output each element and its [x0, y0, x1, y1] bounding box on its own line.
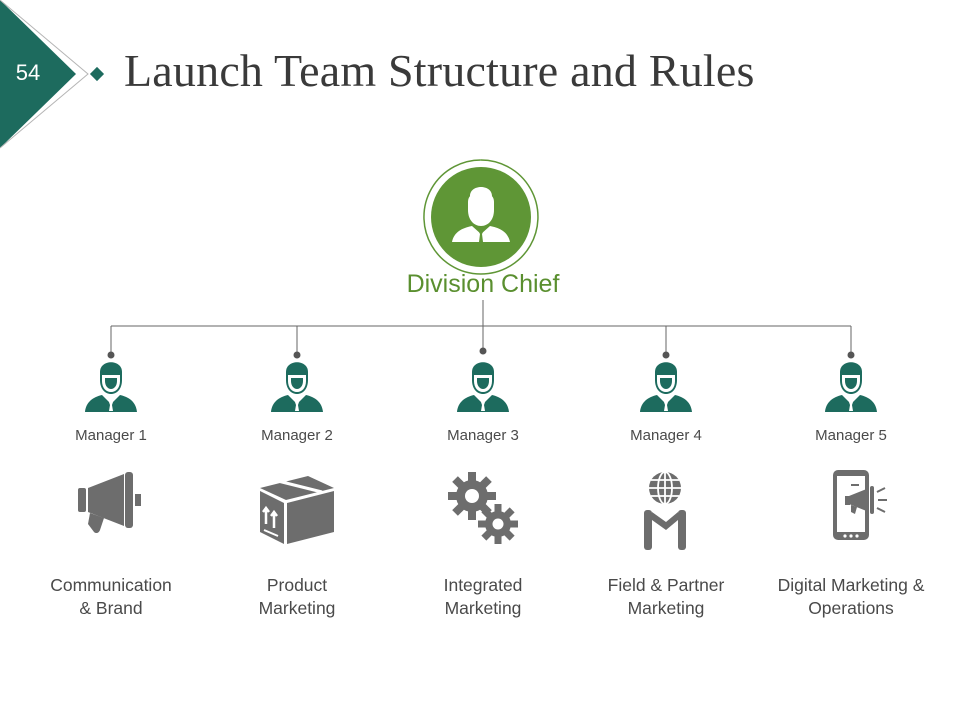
person-icon	[85, 362, 137, 412]
package-box-icon	[260, 476, 334, 544]
person-icon	[271, 362, 323, 412]
person-icon	[825, 362, 877, 412]
manager-5: Manager 5	[761, 355, 941, 444]
manager-label: Manager 5	[815, 427, 887, 444]
manager-label: Manager 1	[75, 427, 147, 444]
slide-number-badge	[0, 0, 105, 149]
gears-icon	[448, 472, 518, 544]
chief-avatar	[423, 159, 539, 275]
megaphone-icon	[78, 472, 141, 534]
function-label: Digital Marketing &Operations	[777, 575, 925, 618]
manager-label: Manager 3	[447, 427, 519, 444]
globe-handshake-icon	[644, 471, 686, 550]
person-icon	[640, 362, 692, 412]
mobile-megaphone-icon	[833, 470, 887, 540]
page-title: Launch Team Structure and Rules	[124, 45, 755, 96]
manager-2: Manager 2	[207, 355, 387, 444]
function-label: Communication& Brand	[50, 575, 172, 618]
person-icon	[457, 362, 509, 412]
manager-3: Manager 3	[393, 355, 573, 444]
person-icon	[452, 187, 510, 242]
slide-number: 54	[15, 60, 41, 85]
manager-label: Manager 4	[630, 427, 702, 444]
manager-label: Manager 2	[261, 427, 333, 444]
manager-4: Manager 4	[576, 355, 756, 444]
chief-label: Division Chief	[406, 270, 560, 298]
manager-1: Manager 1	[21, 355, 201, 444]
